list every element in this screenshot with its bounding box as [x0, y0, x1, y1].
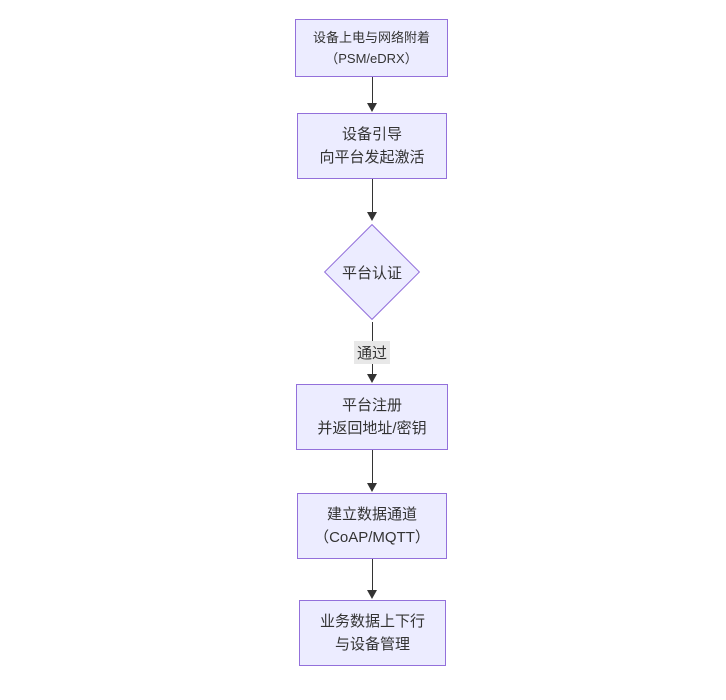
node-text-line: 向平台发起激活	[319, 149, 425, 166]
flowchart-node-business-data: 业务数据上下行 与设备管理	[299, 600, 446, 666]
flowchart-node-data-channel: 建立数据通道 （CoAP/MQTT）	[297, 493, 447, 559]
flowchart-node-power-attach: 设备上电与网络附着 （PSM/eDRX）	[295, 19, 448, 77]
node-text-line: 并返回地址/密钥	[317, 420, 427, 437]
node-text-line: 设备引导	[341, 126, 402, 143]
arrowhead-down-icon	[366, 483, 377, 492]
arrowhead-down-icon	[366, 103, 377, 112]
node-text-line: 设备上电与网络附着	[312, 30, 430, 45]
node-text-line: （PSM/eDRX）	[325, 51, 418, 66]
edge-line-bootstrap-to-auth	[371, 179, 373, 213]
arrowhead-down-icon	[366, 212, 377, 221]
flowchart-node-platform-auth: 平台认证	[322, 222, 422, 322]
node-text-line: 平台认证	[341, 264, 402, 282]
node-text-line: 建立数据通道	[326, 506, 417, 523]
edge-line-power-to-bootstrap	[371, 77, 373, 104]
flowchart-node-bootstrap: 设备引导 向平台发起激活	[297, 113, 447, 179]
node-text-line: （CoAP/MQTT）	[314, 529, 430, 546]
node-text-line: 业务数据上下行	[319, 613, 425, 630]
flowchart-node-register: 平台注册 并返回地址/密钥	[296, 384, 448, 450]
edge-line-channel-to-business	[371, 559, 373, 591]
edge-line-register-to-channel	[371, 450, 373, 484]
arrowhead-down-icon	[366, 590, 377, 599]
arrowhead-down-icon	[366, 374, 377, 383]
edge-label-pass: 通过	[353, 341, 391, 364]
node-text-line: 与设备管理	[334, 636, 410, 653]
node-text-line: 平台注册	[341, 397, 402, 414]
